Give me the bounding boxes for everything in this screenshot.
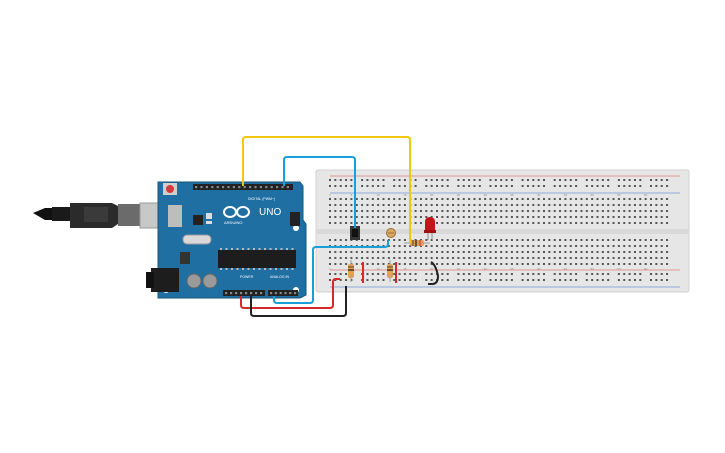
- column-number: 15: [403, 193, 407, 197]
- column-number: 45: [564, 193, 568, 197]
- column-number: 50: [590, 193, 594, 197]
- resistor-led[interactable]: [404, 240, 430, 246]
- usb-cable-strain-relief: [33, 208, 52, 220]
- column-number: 1: [329, 193, 331, 197]
- resistor-button[interactable]: [348, 260, 354, 282]
- icsp-header: [290, 212, 300, 226]
- arduino-uno-board[interactable]: UNO ARDUINO DIGITAL (PWM~) POWER ANALOG …: [146, 181, 307, 299]
- usb-cable-boot: [52, 207, 70, 221]
- column-number: 30: [483, 193, 487, 197]
- column-number: 60: [644, 267, 648, 271]
- column-number: 40: [537, 267, 541, 271]
- push-button-cap: [352, 229, 358, 237]
- usb-cable[interactable]: [33, 202, 173, 229]
- led-lens: [425, 217, 435, 230]
- usb-chip: [193, 215, 203, 225]
- usb-jack: [168, 205, 182, 227]
- wire-black-led[interactable]: [428, 261, 440, 285]
- dc-barrel-jack: [151, 268, 179, 292]
- column-number: 50: [590, 267, 594, 271]
- mounting-hole: [293, 225, 299, 231]
- column-number: 55: [617, 267, 621, 271]
- column-number: 35: [510, 267, 514, 271]
- board-model-label: UNO: [259, 207, 281, 218]
- resistor-body: [348, 264, 354, 278]
- smd-led: [206, 213, 212, 219]
- digital-pin-sockets: [195, 186, 289, 189]
- led-rim: [424, 230, 436, 233]
- breadboard-center-channel: [316, 229, 689, 234]
- resistor-body: [387, 264, 393, 278]
- led-red[interactable]: [424, 217, 436, 240]
- arduino-logo: [223, 206, 250, 218]
- crystal-oscillator: [182, 234, 212, 245]
- column-number: 45: [564, 267, 568, 271]
- digital-pin-header[interactable]: [193, 184, 293, 190]
- capacitor: [202, 273, 218, 289]
- resistor-photoresistor[interactable]: [387, 260, 393, 282]
- atmega-chip-pins: [220, 248, 294, 270]
- column-number: 55: [617, 193, 621, 197]
- resistor-body: [410, 240, 424, 246]
- column-number: 10: [376, 267, 380, 271]
- column-number: 20: [430, 267, 434, 271]
- smd-led: [206, 221, 212, 224]
- photoresistor[interactable]: [386, 228, 396, 238]
- column-number: 30: [483, 267, 487, 271]
- column-number: 40: [537, 193, 541, 197]
- wire-yellow[interactable]: [242, 136, 411, 243]
- dc-barrel-jack-tip: [146, 272, 154, 288]
- digital-header-label: DIGITAL (PWM~): [248, 197, 275, 201]
- column-number: 60: [644, 193, 648, 197]
- push-button[interactable]: [350, 226, 360, 240]
- column-number: 20: [430, 193, 434, 197]
- breadboard-holes: [329, 179, 669, 281]
- power-analog-pin-sockets: [225, 292, 297, 295]
- voltage-regulator: [180, 252, 190, 264]
- breadboard-column-numbers: 1 1 55 10 10 15 15 20 20 25 25 30 30 35 35 40 40 45 45 50 50…: [329, 193, 647, 271]
- wire-red-5v[interactable]: [240, 278, 340, 309]
- column-number: 1: [329, 267, 331, 271]
- column-number: 35: [510, 193, 514, 197]
- power-pin-header[interactable]: [223, 290, 265, 296]
- capacitor: [186, 273, 202, 289]
- usb-plug-grip: [84, 207, 108, 222]
- column-number: 25: [457, 193, 461, 197]
- arduino-board-pcb: [157, 181, 307, 299]
- atmega-chip: [218, 250, 296, 268]
- power-header-label: POWER: [240, 275, 254, 279]
- breadboard[interactable]: 1 1 55 10 10 15 15 20 20 25 25 30 30 35 35 40 40 45 45 50 50…: [315, 169, 690, 293]
- column-number: 10: [376, 193, 380, 197]
- wire-blue-button[interactable]: [283, 156, 356, 228]
- reset-button-cap[interactable]: [166, 185, 174, 193]
- analog-pin-header[interactable]: [268, 290, 298, 296]
- usb-plug-collar: [118, 204, 140, 226]
- analog-header-label: ANALOG IN: [270, 275, 290, 279]
- wire-blue-analog[interactable]: [273, 240, 389, 304]
- column-number: 5: [351, 193, 353, 197]
- wire-black-gnd[interactable]: [250, 286, 347, 317]
- column-number: 25: [457, 267, 461, 271]
- board-brand-label: ARDUINO: [224, 220, 242, 225]
- column-number: 15: [403, 267, 407, 271]
